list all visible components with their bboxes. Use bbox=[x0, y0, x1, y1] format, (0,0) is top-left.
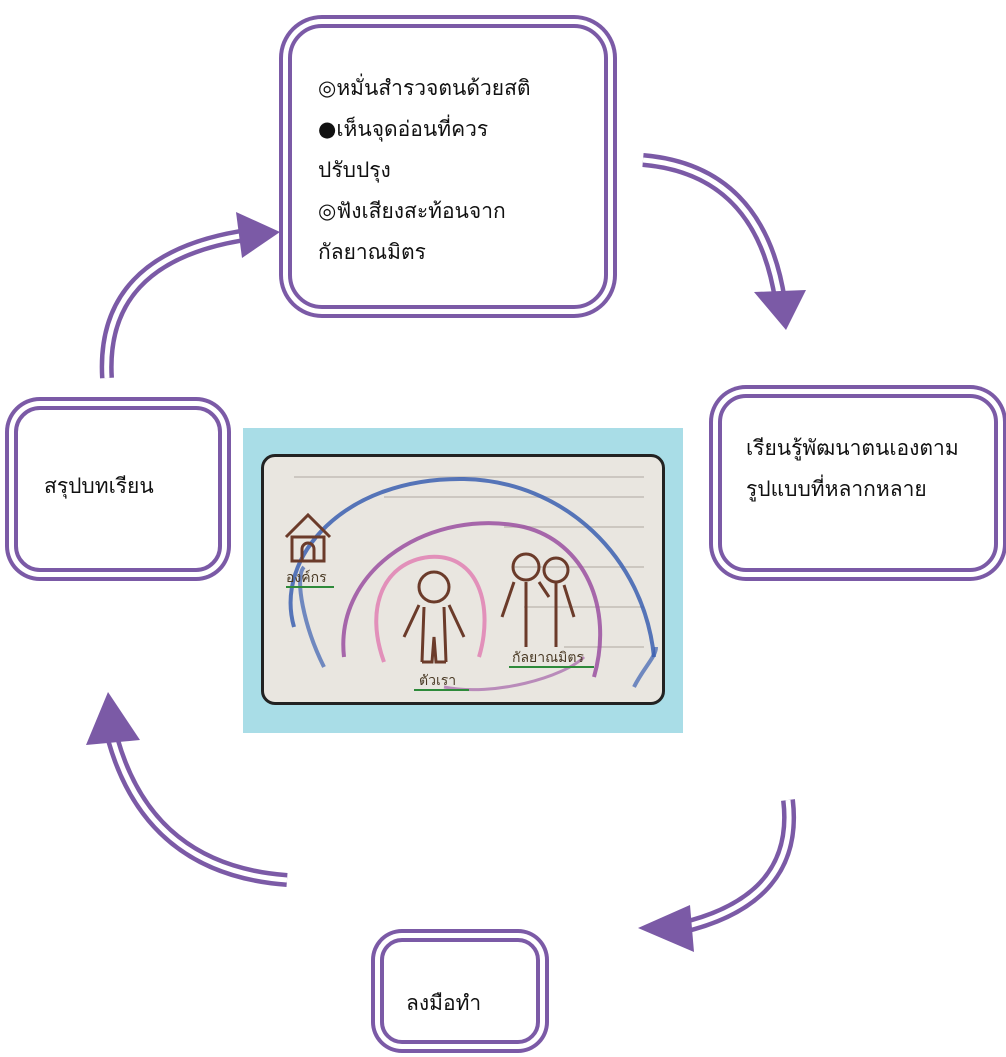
hand-drawing: องค์กร ตัวเรา กัลยาณมิตร bbox=[284, 476, 658, 692]
text-line: ◎ฟังเสียงสะท้อนจาก bbox=[318, 199, 506, 223]
text-line: สรุปบทเรียน bbox=[44, 474, 154, 498]
arrow-right-to-bottom bbox=[638, 799, 797, 952]
step-box-learn: เรียนรู้พัฒนาตนเองตาม รูปแบบที่หลากหลาย bbox=[718, 394, 998, 572]
step-box-summarize: สรุปบทเรียน bbox=[14, 406, 222, 572]
text-line: รูปแบบที่หลากหลาย bbox=[746, 477, 927, 501]
step-box-reflect: ◎หมั่นสำรวจตนด้วยสติ ●เห็นจุดอ่อนที่ควร … bbox=[288, 24, 608, 309]
step-box-practice: ลงมือทำ bbox=[380, 938, 540, 1044]
text-line: ●เห็นจุดอ่อนที่ควร bbox=[318, 117, 489, 141]
label-organization: องค์กร bbox=[286, 569, 327, 586]
drawing-card: องค์กร ตัวเรา กัลยาณมิตร bbox=[261, 454, 665, 705]
label-self: ตัวเรา bbox=[419, 673, 456, 689]
text-line: เรียนรู้พัฒนาตนเองตาม bbox=[746, 436, 959, 460]
arrow-bottom-to-left bbox=[86, 692, 288, 887]
arrow-left-to-top bbox=[99, 212, 280, 379]
text-line: ลงมือทำ bbox=[406, 991, 482, 1015]
arrow-top-to-right bbox=[642, 153, 806, 330]
label-friends: กัลยาณมิตร bbox=[512, 650, 584, 666]
text-line: ปรับปรุง bbox=[318, 158, 391, 182]
text-line: กัลยาณมิตร bbox=[318, 240, 426, 264]
center-photo: องค์กร ตัวเรา กัลยาณมิตร bbox=[243, 428, 683, 733]
text-line: ◎หมั่นสำรวจตนด้วยสติ bbox=[318, 76, 531, 100]
